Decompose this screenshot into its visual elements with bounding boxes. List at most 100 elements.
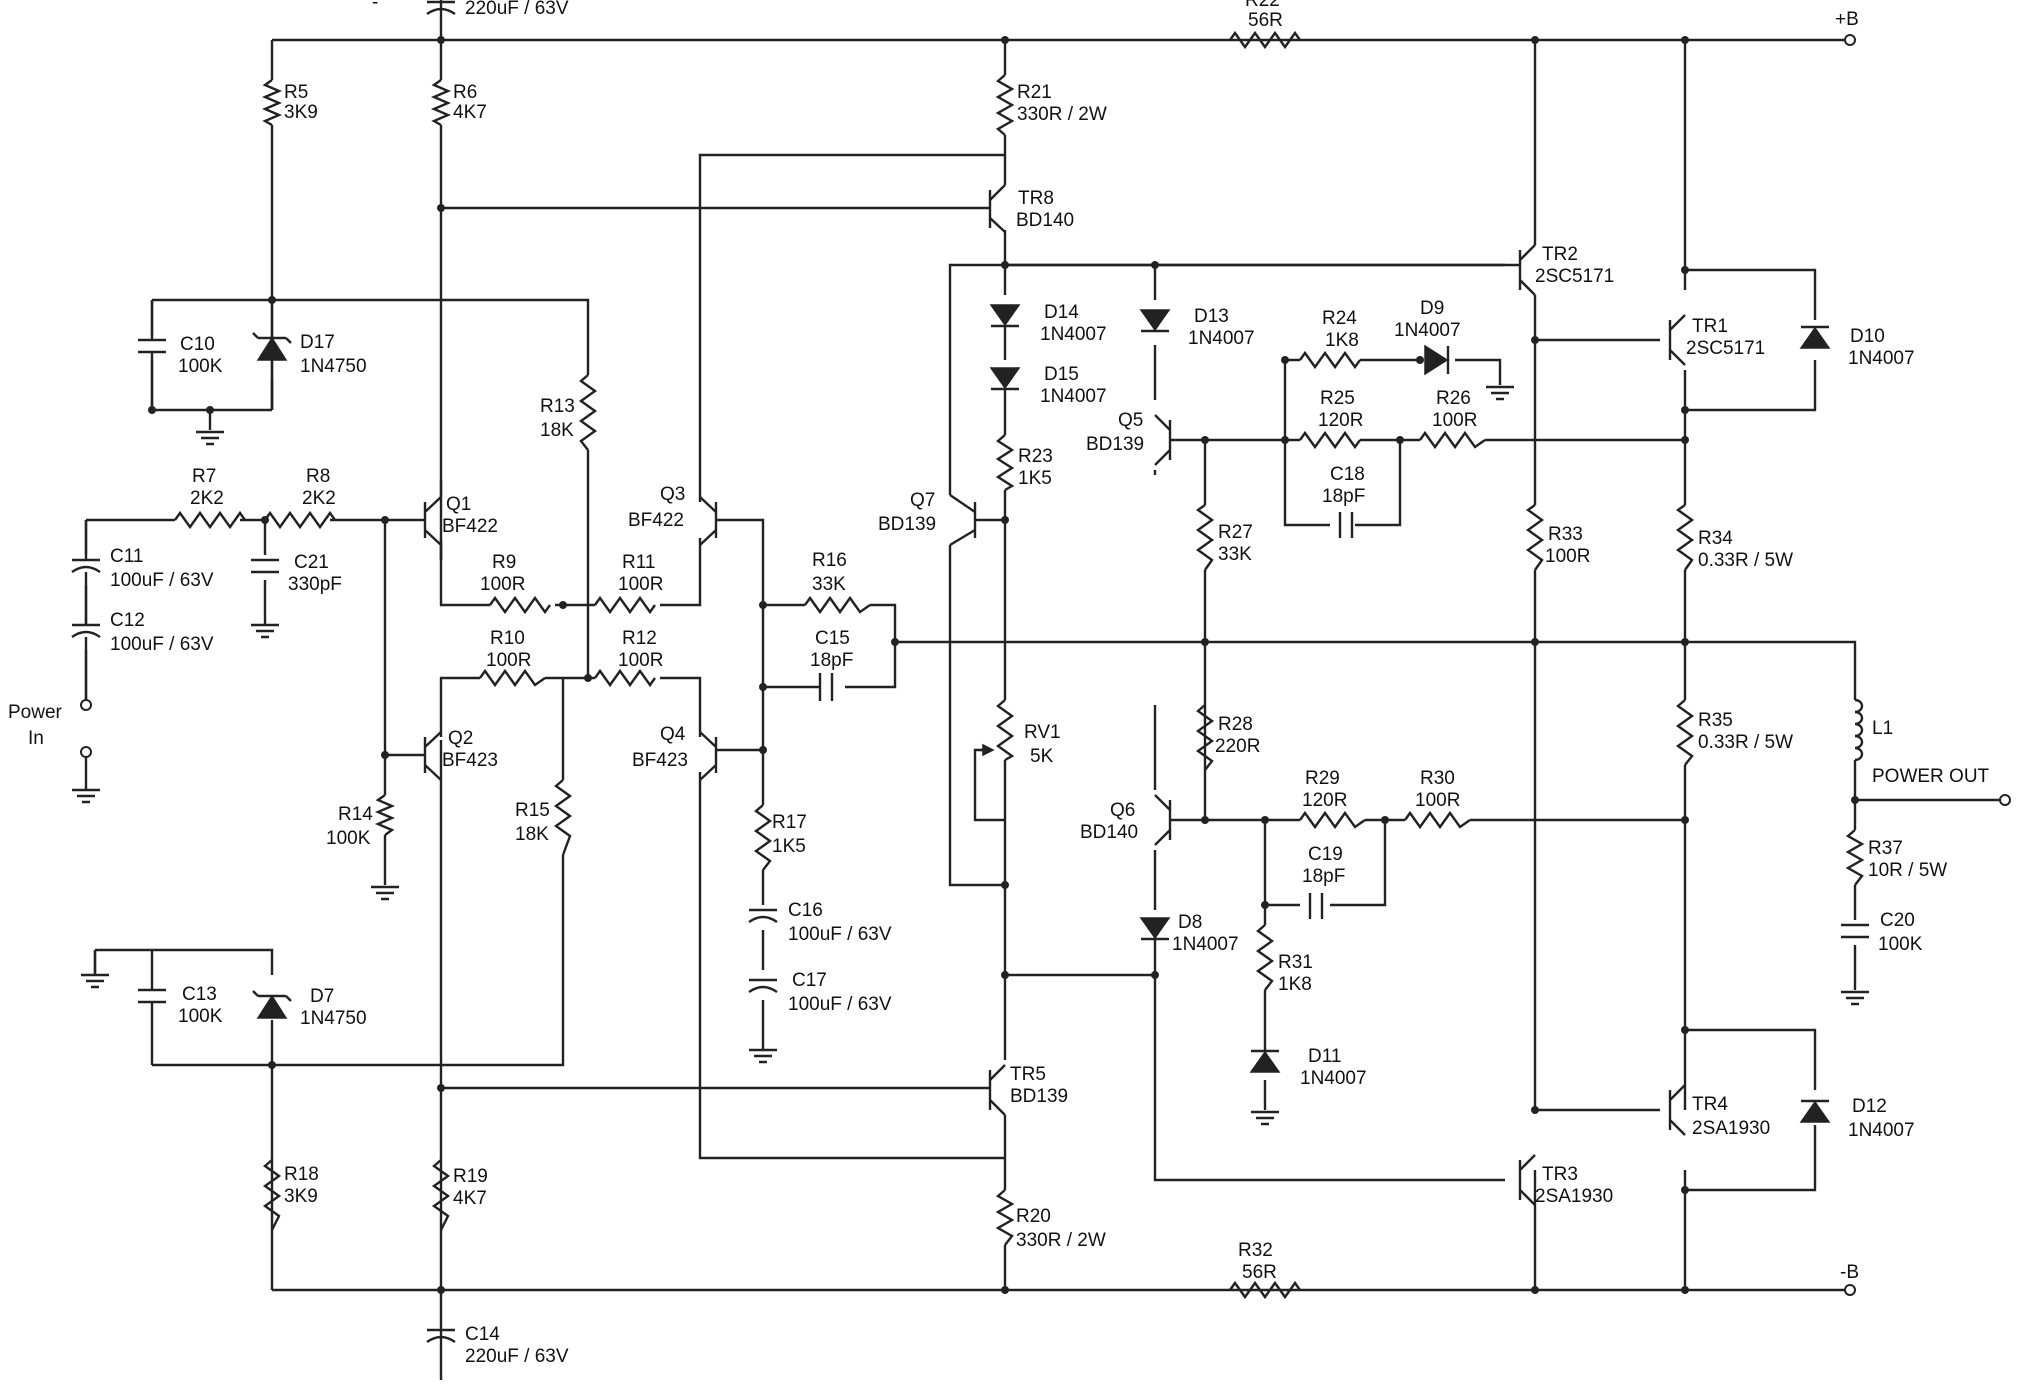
diode-D11: [1249, 1050, 1281, 1073]
ref-R31: R31: [1278, 952, 1313, 973]
resistor-R28: [1195, 704, 1215, 771]
resistor-R26: [1419, 430, 1486, 450]
transistor-Q2: [423, 731, 442, 781]
ref-C20: C20: [1880, 910, 1915, 931]
val-R33: 100R: [1545, 546, 1590, 567]
resistor-R12: [594, 668, 656, 688]
val-R23: 1K5: [1018, 468, 1052, 489]
resistor-R35: [1675, 699, 1695, 766]
val-R14: 100K: [326, 828, 371, 849]
transistor-TR2: [1518, 244, 1536, 296]
ref-TR5: TR5: [1010, 1064, 1046, 1085]
ref-R27: R27: [1218, 522, 1253, 543]
ground-symbol: [749, 1048, 777, 1064]
ref-R5: R5: [284, 82, 308, 103]
val-TR5: BD139: [1010, 1086, 1068, 1107]
val-R20: 330R / 2W: [1016, 1230, 1106, 1251]
val-R5: 3K9: [284, 102, 318, 123]
resistor-R31: [1255, 924, 1275, 991]
resistor-R11: [594, 595, 656, 615]
diode-D15: [989, 367, 1021, 390]
ref-R32: R32: [1238, 1240, 1273, 1261]
val-R35: 0.33R / 5W: [1698, 732, 1793, 753]
val-R25: 120R: [1318, 410, 1363, 431]
labels: +B -B - Power In POWER OUT R22 56R R5 3K…: [8, 0, 1990, 1367]
val-C15: 18pF: [810, 650, 853, 671]
rail-vneg-label: -B: [1840, 1262, 1859, 1283]
val-R17: 1K5: [772, 836, 806, 857]
capacitor-C13: [138, 950, 166, 1065]
ref-Q5: Q5: [1118, 410, 1143, 431]
resistor-R10: [479, 668, 546, 688]
resistor-R27: [1195, 504, 1215, 571]
val-R11: 100R: [618, 574, 663, 595]
power-out-label: POWER OUT: [1872, 766, 1990, 787]
resistor-R19: [431, 1159, 451, 1231]
ref-Q6: Q6: [1110, 800, 1135, 821]
resistor-R24: [1299, 350, 1361, 370]
ref-R21: R21: [1017, 82, 1052, 103]
diode-D12: [1799, 1100, 1831, 1123]
ref-R10: R10: [490, 628, 525, 649]
ground-symbol: [251, 623, 279, 639]
ref-TR2: TR2: [1542, 244, 1578, 265]
ref-R9: R9: [492, 552, 516, 573]
ground-symbol: [72, 788, 100, 804]
ground-symbol: [371, 885, 399, 901]
val-D8: 1N4007: [1172, 934, 1239, 955]
ref-TR8: TR8: [1018, 188, 1054, 209]
ref-D14: D14: [1044, 302, 1079, 323]
ref-R7: R7: [192, 466, 216, 487]
ref-Q2: Q2: [448, 728, 473, 749]
val-TR8: BD140: [1016, 210, 1074, 231]
val-R18: 3K9: [284, 1186, 318, 1207]
ref-R26: R26: [1436, 388, 1471, 409]
val-R27: 33K: [1218, 544, 1252, 565]
resistor-R23: [995, 434, 1015, 492]
transistor-TR8: [988, 184, 1006, 233]
ref-Q7: Q7: [910, 490, 935, 511]
resistor-R5: [261, 79, 283, 127]
capacitor-C16: [748, 908, 778, 923]
diode-D13: [1139, 309, 1171, 332]
resistor-R25: [1299, 430, 1361, 450]
ref-R28: R28: [1218, 714, 1253, 735]
ref-R11: R11: [622, 552, 655, 573]
capacitor-C19: [1308, 893, 1324, 919]
val-Q6: BD140: [1080, 822, 1138, 843]
val-R19: 4K7: [453, 1188, 487, 1209]
ref-D15: D15: [1044, 364, 1079, 385]
val-D7: 1N4750: [300, 1008, 367, 1029]
resistor-R6: [430, 79, 452, 127]
val-TR1: 2SC5171: [1686, 338, 1765, 359]
resistor-R18: [262, 1159, 282, 1231]
val-D13: 1N4007: [1188, 328, 1255, 349]
resistor-R15: [553, 779, 573, 856]
transistor-Q7: [949, 494, 977, 547]
resistor-R21: [995, 74, 1015, 136]
ref-D12: D12: [1852, 1096, 1887, 1117]
val-C-top: 220uF / 63V: [465, 0, 569, 19]
ref-Q3: Q3: [660, 484, 685, 505]
transistor-Q5: [1154, 414, 1172, 466]
val-Q5: BD139: [1086, 434, 1144, 455]
val-TR3: 2SA1930: [1535, 1186, 1613, 1207]
ref-D17: D17: [300, 332, 335, 353]
val-R6: 4K7: [453, 102, 487, 123]
ref-L1: L1: [1872, 718, 1893, 739]
val-C11: 100uF / 63V: [110, 570, 214, 591]
val-RV1: 5K: [1030, 746, 1054, 767]
val-R32: 56R: [1242, 1262, 1277, 1283]
ref-R33: R33: [1548, 524, 1583, 545]
resistor-R34: [1675, 504, 1695, 571]
resistor-R22: [1229, 30, 1301, 50]
ref-R23: R23: [1018, 446, 1053, 467]
rail-top-dash: -: [372, 0, 378, 13]
val-R21: 330R / 2W: [1017, 104, 1107, 125]
resistor-R33: [1525, 504, 1545, 571]
val-TR2: 2SC5171: [1535, 266, 1614, 287]
diode-D9: [1424, 344, 1449, 376]
capacitor-C14: [426, 1328, 456, 1343]
ground-symbol: [81, 973, 109, 989]
transistor-Q4: [699, 731, 718, 781]
